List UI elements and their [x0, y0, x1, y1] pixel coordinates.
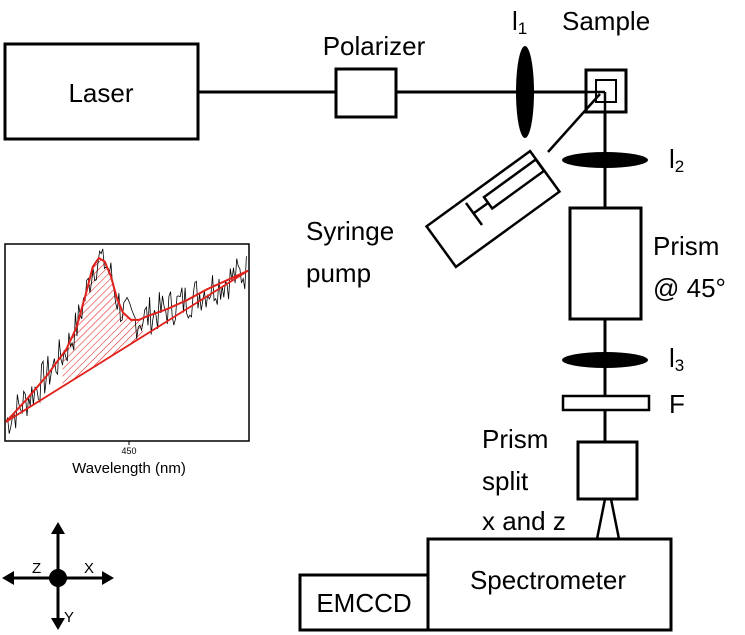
- beam-path: [198, 90, 607, 442]
- split-beams: [595, 498, 621, 540]
- syringe-tube: [547, 93, 601, 153]
- prism-split-box: [576, 440, 639, 501]
- arrow-up-icon: [51, 522, 65, 534]
- syringe-plunger-rod: [473, 201, 489, 215]
- syringe-plunger-head: [464, 202, 484, 226]
- laser-label: Laser: [68, 78, 133, 108]
- lens-l2-label: l2: [669, 144, 684, 176]
- polarizer-box: [334, 67, 398, 119]
- x-axis-label: Wavelength (nm): [72, 460, 186, 477]
- prism-45-label-line2: @ 45°: [653, 273, 726, 303]
- filter-label: F: [669, 389, 685, 419]
- lens-l1: [516, 46, 534, 138]
- prism-45-box: [568, 206, 643, 321]
- raw-spectrum-line: [5, 248, 247, 434]
- emccd-label: EMCCD: [316, 588, 411, 618]
- polarizer-label: Polarizer: [323, 31, 426, 61]
- syringe-pump: [424, 93, 601, 269]
- axis-y-label: Y: [64, 609, 74, 626]
- syringe-barrel: [482, 157, 546, 211]
- emccd-box: [298, 573, 430, 632]
- axis-x-label: X: [84, 560, 94, 577]
- arrow-left-icon: [2, 571, 14, 585]
- baseline-line: [5, 269, 249, 423]
- spectrometer-box: [426, 537, 673, 632]
- fit-curve-line: [5, 257, 249, 423]
- lens-l3: [562, 352, 648, 368]
- syringe-label-line2: pump: [306, 258, 371, 288]
- x-tick-label-450: 450: [121, 446, 136, 456]
- axes-indicator: [2, 522, 114, 630]
- lens-l1-label: l1: [512, 6, 527, 38]
- syringe-label-line1: Syringe: [306, 216, 394, 246]
- laser-box: [3, 42, 200, 141]
- prism-split-label-line2: split: [482, 466, 529, 496]
- prism-split-label-line3: x and z: [482, 506, 566, 536]
- filter-plate: [561, 394, 651, 412]
- origin-dot: [49, 569, 67, 587]
- prism-split-label-line1: Prism: [482, 424, 548, 454]
- prism-45-label-line1: Prism: [653, 231, 719, 261]
- spectrum-inset-chart: 450 Wavelength (nm): [4, 243, 250, 477]
- peak-area: [62, 258, 144, 387]
- axis-z-label: Z: [32, 560, 41, 577]
- sample-label: Sample: [562, 6, 650, 36]
- lens-l3-label: l3: [669, 343, 684, 375]
- spectrometer-label: Spectrometer: [470, 565, 626, 595]
- arrow-right-icon: [102, 571, 114, 585]
- arrow-down-icon: [51, 618, 65, 630]
- lens-l2: [562, 152, 648, 168]
